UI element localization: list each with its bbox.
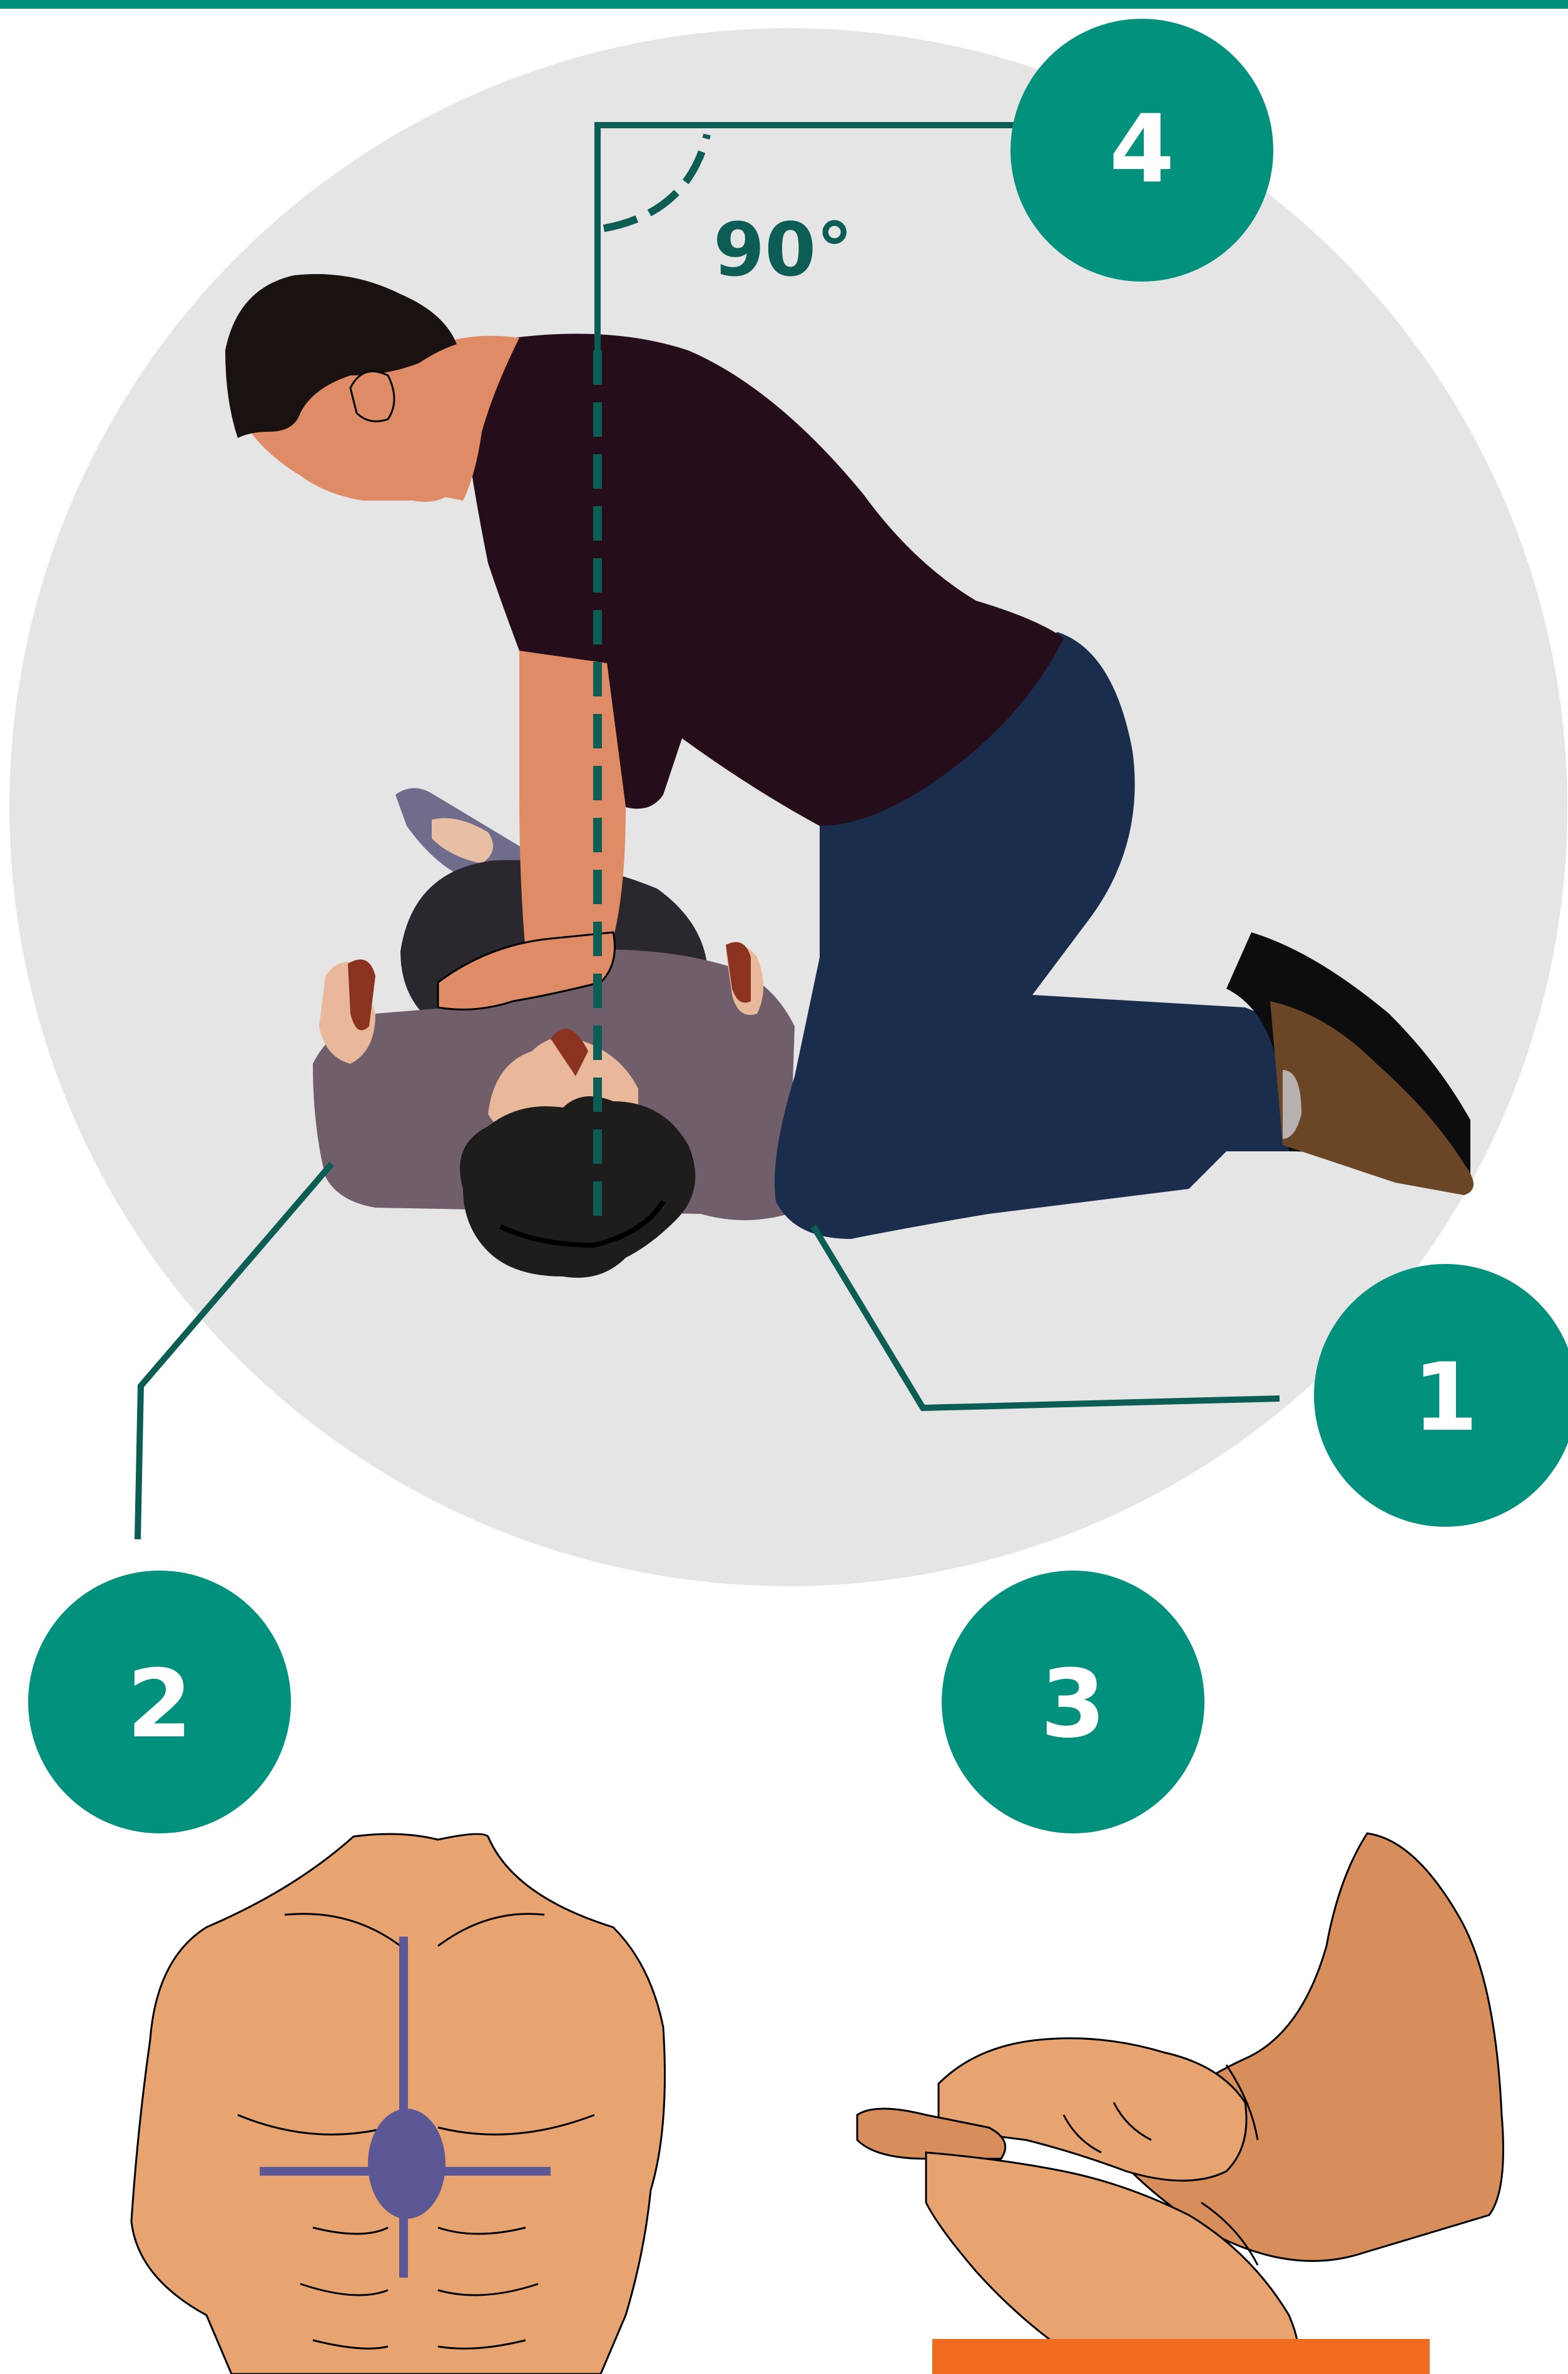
angle-label: 90° (713, 206, 853, 293)
surface-bar (932, 2339, 1430, 2374)
step-number-3: 3 (1041, 1650, 1106, 1759)
step-number-1: 1 (1413, 1343, 1478, 1452)
hands-icon (857, 1833, 1504, 2374)
step-badge-2: 2 (28, 1571, 291, 1833)
step-number-2: 2 (127, 1650, 192, 1759)
forearm (1114, 1833, 1504, 2261)
torso-icon (131, 1834, 665, 2374)
step-badge-4: 4 (1011, 19, 1273, 282)
step-number-4: 4 (1109, 95, 1174, 204)
step-badge-1: 1 (1314, 1264, 1568, 1527)
torso-body (131, 1834, 665, 2374)
rescuer-ear (350, 371, 394, 421)
top-rule (0, 0, 1568, 9)
rescuer-arm (519, 651, 626, 951)
compression-point (368, 2109, 445, 2219)
step-badge-3: 3 (942, 1571, 1204, 1833)
